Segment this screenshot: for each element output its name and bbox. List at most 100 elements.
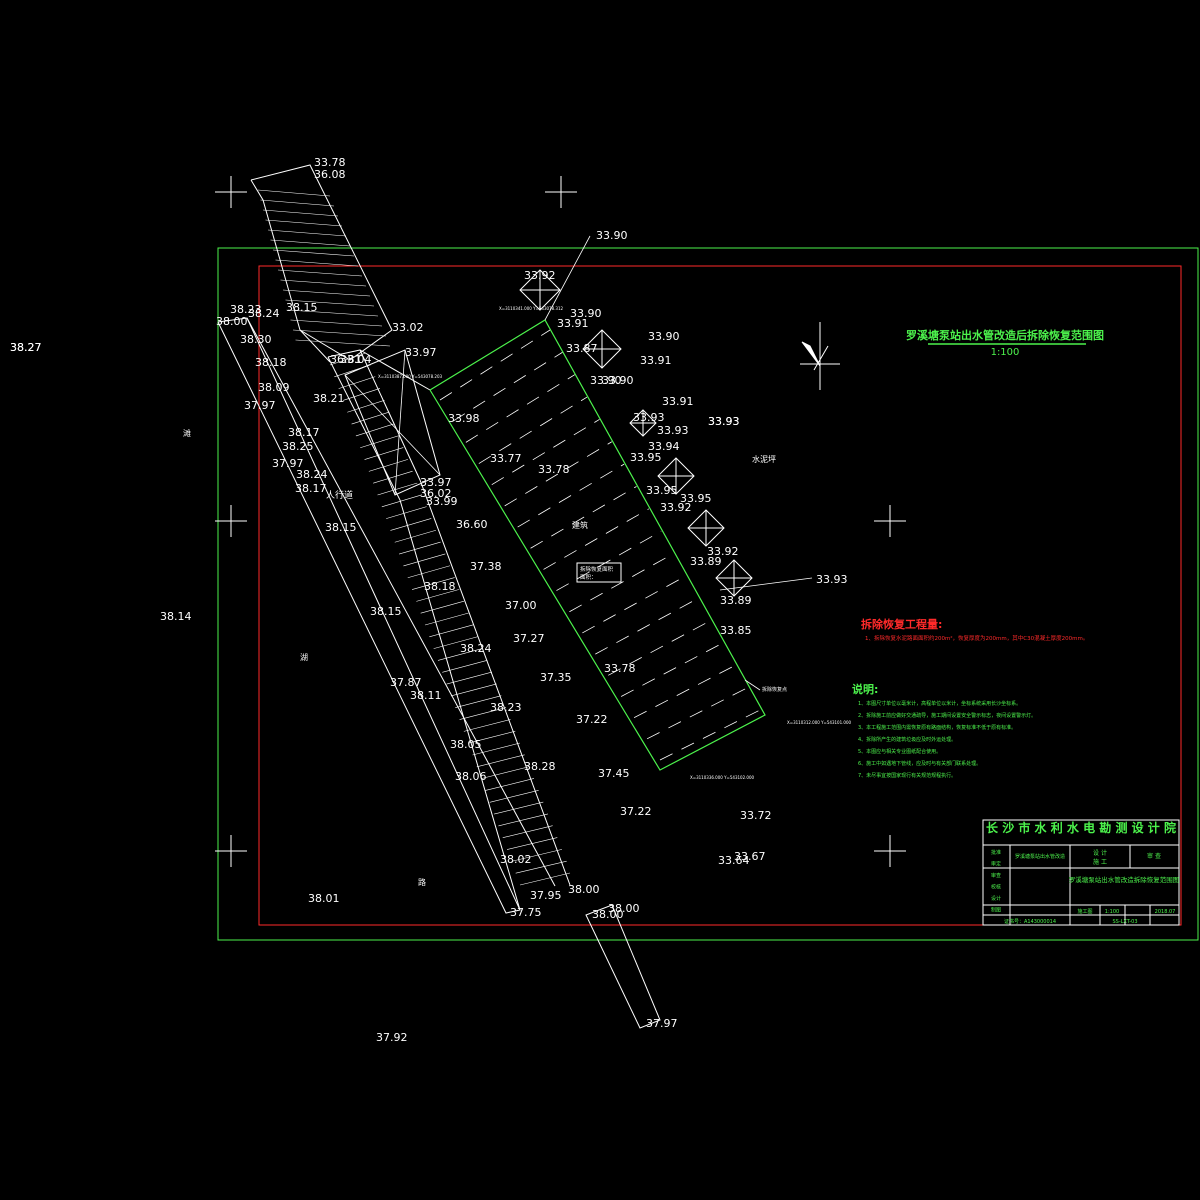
note-item: 7、未尽事宜按国家现行有关规范规程执行。	[858, 772, 956, 779]
elevation-label: 33.78	[538, 463, 570, 476]
elevation-label: 33.90	[590, 374, 622, 387]
building-boxes	[519, 269, 753, 597]
elevation-label: 38.28	[524, 760, 556, 773]
top-road-strip	[250, 164, 393, 363]
elevation-label: 38.05	[450, 738, 482, 751]
label-pt: 拆除恢复点	[762, 686, 787, 693]
note-item: 4、拆除所产生的建筑垃圾应及时外运处理。	[858, 736, 956, 743]
main-road-hatch	[329, 352, 571, 886]
drawing-scale: 1:100	[991, 347, 1020, 358]
elevation-label: 33.93	[816, 573, 848, 586]
elevation-label: 38.11	[410, 689, 442, 702]
elevation-label: 33.90	[570, 307, 602, 320]
elevation-label: 37.92	[376, 1031, 408, 1044]
elevation-label: 38.18	[424, 580, 456, 593]
elevation-label: 38.15	[370, 605, 402, 618]
tb-scale: 1:100	[1105, 909, 1119, 915]
label-side-guo: 湖	[300, 653, 308, 662]
tb-row-label: 校核	[991, 884, 1001, 891]
crosshair-marks	[215, 176, 906, 867]
elevation-label: 37.45	[598, 767, 630, 780]
elevation-label: 33.02	[392, 321, 424, 334]
notes-list: 1、本图尺寸单位以毫米计，高程单位以米计，坐标系统采用长沙坐标系。 2、拆除施工前…	[858, 700, 1036, 779]
elevation-label: 37.27	[513, 632, 545, 645]
elevation-label: 33.93	[633, 411, 665, 424]
coord-2: X=3110387.000 Y=543078.203	[378, 374, 443, 379]
notes-heading: 说明:	[852, 682, 878, 696]
elevation-label: 33.94	[648, 440, 680, 453]
tb-col-1: 设 计	[1093, 849, 1107, 857]
lower-spur	[585, 904, 661, 1029]
tb-row-label: 设计	[991, 895, 1001, 902]
elevation-label: 33.93	[657, 424, 689, 437]
elevation-label: 33.90	[648, 330, 680, 343]
elevation-label: 37.22	[576, 713, 608, 726]
tb-row-label: 审查	[991, 872, 1001, 879]
elevation-label: 33.04	[340, 353, 372, 366]
coord-3: X=3110312.000 Y=543101.000	[787, 720, 852, 725]
north-arrow-icon	[800, 322, 840, 390]
quantities-heading: 拆除恢复工程量:	[861, 617, 942, 631]
elevation-label: 38.21	[313, 392, 345, 405]
elevation-label: 38.15	[286, 301, 318, 314]
elevation-label: 38.00	[592, 908, 624, 921]
elevation-label: 33.97	[405, 346, 437, 359]
outer-frame	[217, 247, 1199, 941]
elevation-label: 33.91	[557, 317, 589, 330]
note-item: 1、本图尺寸单位以毫米计，高程单位以米计，坐标系统采用长沙坐标系。	[858, 700, 1021, 707]
elevation-label: 33.87	[566, 342, 598, 355]
elevation-label: 33.91	[662, 395, 694, 408]
tb-drawing-name: 罗溪塘泵站出水管改造拆除恢复范围图	[1069, 875, 1180, 884]
demolition-hatch	[439, 329, 761, 761]
small-building	[344, 349, 441, 496]
elevation-label: 38.24	[248, 307, 280, 320]
elevation-label: 33.72	[740, 809, 772, 822]
building-box	[629, 409, 657, 437]
elevation-label: 33.90	[596, 229, 628, 242]
elevation-label: 38.17	[288, 426, 320, 439]
inner-frame	[258, 265, 1182, 926]
elevation-label: 36.02	[420, 487, 452, 500]
coord-1: X=3110341.000 Y=543078.312	[499, 306, 564, 311]
elevation-label: 33.93	[708, 415, 740, 428]
label-road-mark: 建筑	[572, 520, 588, 530]
elevation-label: 33.93	[708, 415, 740, 428]
elevation-label: 38.15	[325, 521, 357, 534]
note-item: 6、施工中如遇地下管线，应及时与有关部门联系处理。	[858, 760, 981, 767]
elevation-label: 33.77	[490, 452, 522, 465]
elevation-label: 38.14	[160, 610, 192, 623]
elevation-label: 38.01	[308, 892, 340, 905]
elevation-label: 37.75	[510, 906, 542, 919]
elevation-label: 33.89	[690, 555, 722, 568]
coord-4: X=3110336.000 Y=543102.000	[690, 775, 755, 780]
tb-col-2: 施 工	[1093, 858, 1107, 866]
top-road-hatch	[257, 189, 391, 347]
label-shuinizhi: 水泥坪	[752, 454, 776, 464]
elevation-label: 33.89	[720, 594, 752, 607]
note-item: 2、拆除施工前应做好交通疏导，施工期间设置安全警示标志，夜间设置警示灯。	[858, 712, 1036, 719]
tb-row-label: 批准	[991, 849, 1001, 856]
elevation-label: 36.81	[330, 353, 362, 366]
elevation-label: 38.18	[255, 356, 287, 369]
label-side-tan: 滩	[183, 428, 191, 438]
elevation-label: 38.00	[608, 902, 640, 915]
label-renxingdao: 人行道	[326, 489, 353, 501]
elevation-label: 38.09	[258, 381, 290, 394]
elevation-label: 38.02	[500, 853, 532, 866]
elevation-label: 37.22	[620, 805, 652, 818]
elevation-label: 33.92	[660, 501, 692, 514]
leader-lines	[544, 235, 813, 691]
main-road-strip	[217, 317, 571, 914]
building-box	[687, 509, 725, 547]
tb-number: SS-LXT-03	[1112, 919, 1137, 925]
note-item: 5、本图应与相关专业图纸配合使用。	[858, 748, 941, 755]
elevation-label: 33.92	[524, 269, 556, 282]
elevation-label: 33.78	[314, 156, 346, 169]
elevation-label: 38.25	[282, 440, 314, 453]
note-item: 3、本工程施工范围内需恢复原有路面结构，恢复标准不低于原有标准。	[858, 724, 1016, 731]
elevation-label: 37.35	[540, 671, 572, 684]
elevation-label: 33.95	[680, 492, 712, 505]
elevation-label: 33.78	[604, 662, 636, 675]
